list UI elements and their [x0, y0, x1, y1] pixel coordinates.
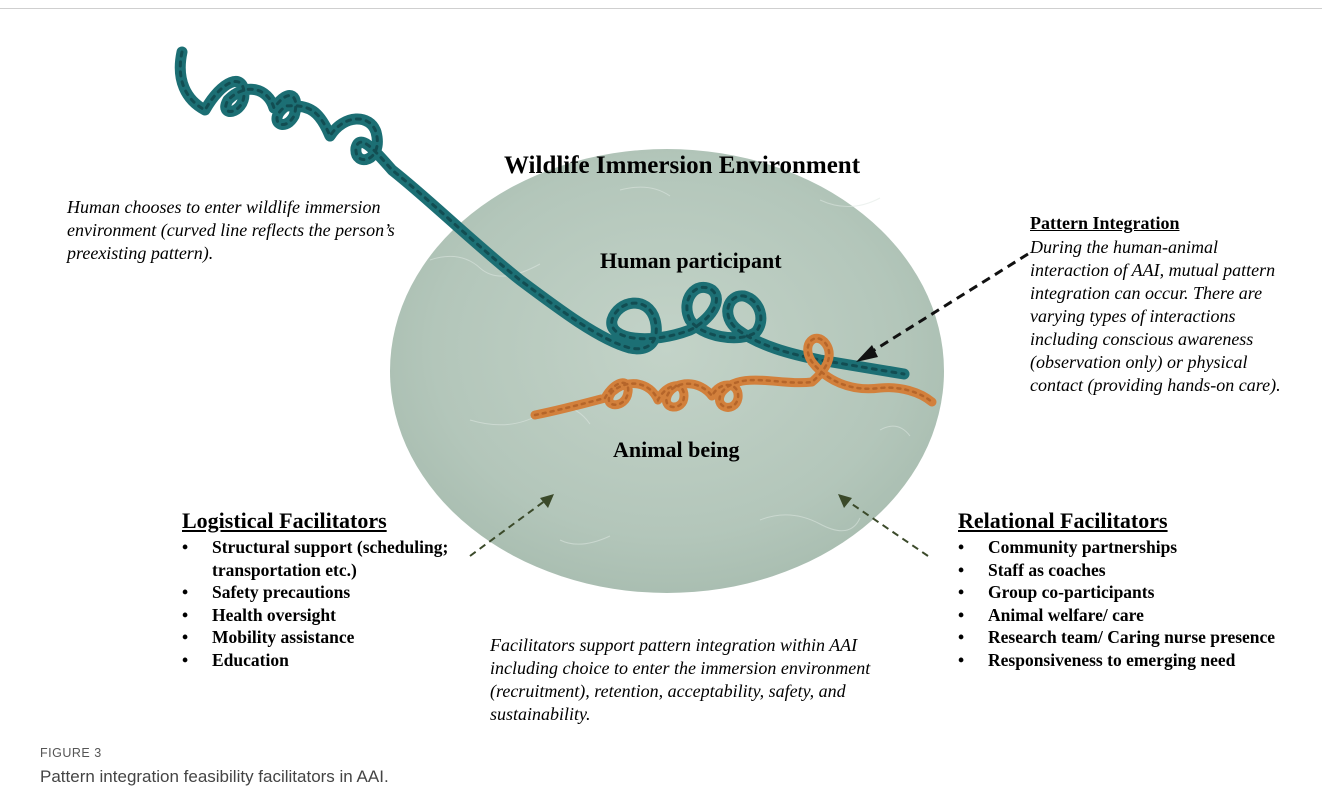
human-strand-texture	[178, 50, 906, 376]
list-item-text: Group co-participants	[988, 582, 1155, 602]
list-item-text: Research team/ Caring nurse presence	[988, 627, 1276, 647]
list-item: • Staff as coaches	[958, 559, 1278, 582]
bullet-icon: •	[958, 582, 965, 602]
pattern-integration-arrow	[856, 252, 1029, 362]
list-item: • Research team/ Caring nurse presence	[958, 626, 1278, 649]
bullet-icon: •	[182, 649, 189, 670]
list-item: • Safety precautions	[182, 581, 482, 604]
list-item: • Education	[182, 649, 482, 672]
figure-caption: Pattern integration feasibility facilita…	[40, 767, 389, 786]
animal-being-label: Animal being	[613, 437, 740, 462]
logistical-facilitators-title: Logistical Facilitators	[182, 508, 387, 533]
top-rule	[0, 8, 1322, 9]
figure-label: FIGURE 3	[40, 746, 102, 760]
human-participant-label: Human participant	[600, 248, 782, 273]
environment-ellipse	[390, 149, 944, 593]
relational-facilitators-list: • Community partnerships • Staff as coache…	[958, 536, 1278, 671]
list-item-text: Community partnerships	[988, 537, 1178, 557]
bullet-icon: •	[958, 627, 965, 647]
list-item: • Health oversight	[182, 604, 482, 627]
bullet-icon: •	[958, 604, 965, 625]
pattern-integration-title: Pattern Integration	[1030, 213, 1180, 233]
list-item: • Structural support (scheduling; transpo…	[182, 536, 482, 581]
logistical-facilitators-list: • Structural support (scheduling; transpo…	[182, 536, 482, 671]
relational-facilitator-arrow	[838, 494, 929, 557]
pattern-integration-description: During the human-animal interaction of A…	[1030, 237, 1281, 395]
list-item-text: Safety precautions	[212, 582, 351, 602]
bullet-icon: •	[182, 604, 189, 625]
animal-strand-texture	[533, 337, 934, 417]
bullet-icon: •	[958, 537, 965, 557]
list-item-text: Education	[212, 649, 289, 670]
list-item: • Community partnerships	[958, 536, 1278, 559]
list-item-text: Health oversight	[212, 604, 336, 625]
list-item: • Animal welfare/ care	[958, 604, 1278, 627]
logistical-facilitator-arrow	[469, 494, 554, 557]
list-item: • Mobility assistance	[182, 626, 482, 649]
facilitators-note: Facilitators support pattern integration…	[490, 635, 871, 724]
environment-texture	[429, 186, 911, 545]
list-item-text: Staff as coaches	[988, 559, 1106, 580]
list-item-text: Structural support (scheduling; transpor…	[212, 537, 449, 580]
human-entry-note: Human chooses to enter wildlife immersio…	[67, 197, 395, 263]
list-item-text: Mobility assistance	[212, 627, 355, 647]
environment-title: Wildlife Immersion Environment	[504, 152, 861, 179]
list-item-text: Responsiveness to emerging need	[988, 649, 1236, 670]
bullet-icon: •	[182, 627, 189, 647]
bullet-icon: •	[182, 537, 189, 557]
list-item-text: Animal welfare/ care	[988, 604, 1144, 625]
bullet-icon: •	[958, 649, 965, 670]
relational-facilitators-title: Relational Facilitators	[958, 508, 1168, 533]
list-item: • Group co-participants	[958, 581, 1278, 604]
bullet-icon: •	[182, 582, 189, 602]
bullet-icon: •	[958, 559, 965, 580]
list-item: • Responsiveness to emerging need	[958, 649, 1278, 672]
